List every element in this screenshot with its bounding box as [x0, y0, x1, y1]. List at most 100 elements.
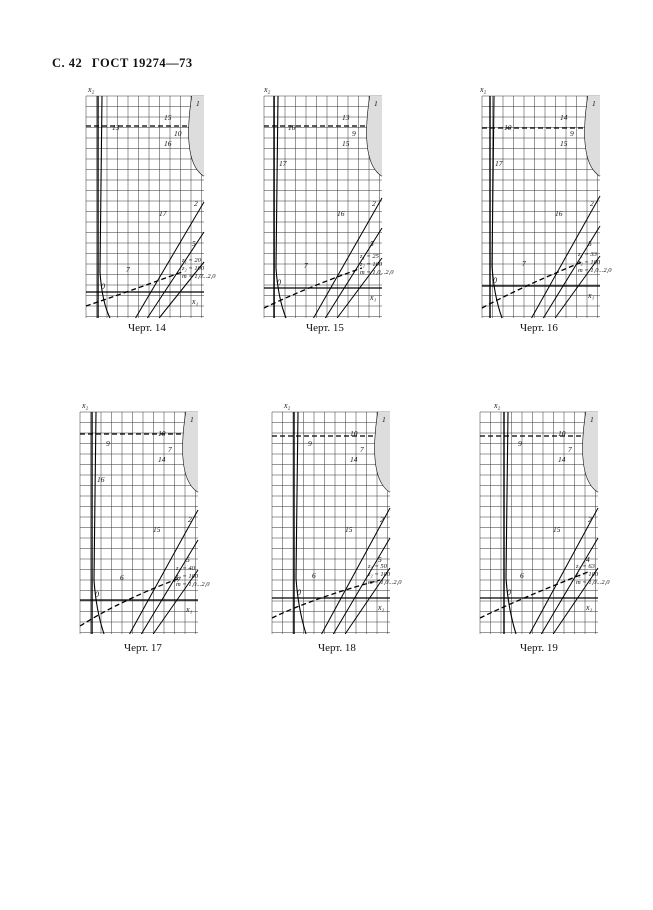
caption-16: Черт. 16 [520, 322, 558, 334]
hatch-10 [182, 412, 198, 492]
origin-label: 0 [507, 588, 511, 597]
line-14 [344, 567, 391, 635]
curve-label: 15 [153, 525, 161, 534]
curve-label: 14 [158, 455, 166, 464]
curve-label: 5 [378, 555, 382, 564]
param-label: m = 1,0...2,0 [176, 581, 210, 588]
line-5 [332, 537, 391, 635]
axis-label-x2: x₂ [493, 401, 501, 410]
curve-label: 6 [312, 571, 316, 580]
param-label: z₂ = 100 [577, 259, 601, 266]
param-label: z₂ = 100 [359, 261, 383, 268]
param-label: m = 1,0...2,0 [578, 267, 612, 274]
curve-label: 2 [372, 199, 376, 208]
curve-label: 1 [190, 415, 194, 424]
param-label: z₂ = 100 [575, 571, 599, 578]
caption-14: Черт. 14 [128, 322, 166, 334]
curve-label: 17 [279, 159, 287, 168]
contour-left [93, 411, 105, 635]
curve-label: 9 [570, 129, 574, 138]
grid [481, 95, 600, 318]
axis-label-x2: x₂ [87, 85, 95, 94]
curve-label: 17 [495, 159, 503, 168]
origin-label: 0 [277, 278, 281, 287]
curve-label: 5 [186, 555, 190, 564]
curve-label: 15 [342, 139, 350, 148]
curve-label: 16 [164, 139, 172, 148]
contour-left [491, 95, 503, 319]
param-label: m = 1,0...2,0 [368, 579, 402, 586]
contour-left [275, 95, 287, 319]
curve-label: 5 [192, 239, 196, 248]
curve-label: 14 [560, 113, 568, 122]
param-label: z₂ = 100 [181, 265, 205, 272]
curve-label: 10 [504, 123, 512, 132]
dashed-curve-7 [79, 577, 181, 627]
curve-label: 2 [590, 199, 594, 208]
caption-17: Черт. 17 [124, 642, 162, 654]
dashed-curve-7 [263, 267, 363, 309]
curve-label: 10 [288, 123, 296, 132]
axis-label-x1: x₁ [587, 291, 595, 300]
curve-label: 5 [370, 239, 374, 248]
curve-label: 6 [120, 573, 124, 582]
axis-label-x2: x₂ [479, 85, 487, 94]
curve-label: 13 [342, 113, 350, 122]
param-label: m = 1,0...2,0 [576, 579, 610, 586]
origin-label: 0 [95, 590, 99, 599]
curve-label: 15 [553, 525, 561, 534]
line-5 [140, 539, 199, 635]
axis-label-x2: x₂ [263, 85, 271, 94]
grid [79, 411, 198, 634]
origin-label: 0 [493, 276, 497, 285]
line-1 [531, 195, 601, 319]
curve-label: 9 [518, 439, 522, 448]
line-1 [313, 197, 383, 319]
curve-label: 1 [196, 99, 200, 108]
contour-left [295, 411, 307, 635]
origin-label: 0 [101, 282, 105, 291]
param-label: z₁ = 50 [367, 563, 388, 570]
line-14 [158, 261, 205, 319]
line-1 [135, 201, 205, 319]
curve-label: 15 [345, 525, 353, 534]
hatch-10 [374, 412, 390, 492]
line-1 [529, 507, 599, 635]
param-label: z₁ = 63 [575, 563, 596, 570]
hatch-10 [366, 96, 382, 176]
axis-label-x2: x₂ [283, 401, 291, 410]
contour-left [505, 411, 517, 635]
caption-19: Черт. 19 [520, 642, 558, 654]
page-header: С. 42 ГОСТ 19274—73 [52, 56, 199, 71]
curve-label: 2 [194, 199, 198, 208]
line-5 [146, 231, 205, 319]
curve-label: 7 [522, 259, 526, 268]
line-5 [540, 537, 599, 635]
curve-label: 7 [568, 445, 572, 454]
line-14 [152, 569, 199, 635]
axis-label-x1: x₁ [185, 605, 193, 614]
hatch-10 [582, 412, 598, 492]
param-label: z₁ = 25 [359, 253, 380, 260]
param-label: z₁ = 20 [181, 257, 202, 264]
curve-label: 7 [304, 261, 308, 270]
curve-label: 14 [350, 455, 358, 464]
curve-label: 1 [382, 415, 386, 424]
axis-label-x1: x₁ [585, 603, 593, 612]
axis-label-x1: x₁ [191, 297, 199, 306]
axis-label-x1: x₁ [377, 603, 385, 612]
dashed-curve-7 [479, 571, 589, 619]
curve-label: 10 [174, 129, 182, 138]
line-14 [554, 255, 601, 319]
curve-label: 6 [520, 571, 524, 580]
curve-label: 9 [106, 439, 110, 448]
curve-label: 16 [555, 209, 563, 218]
